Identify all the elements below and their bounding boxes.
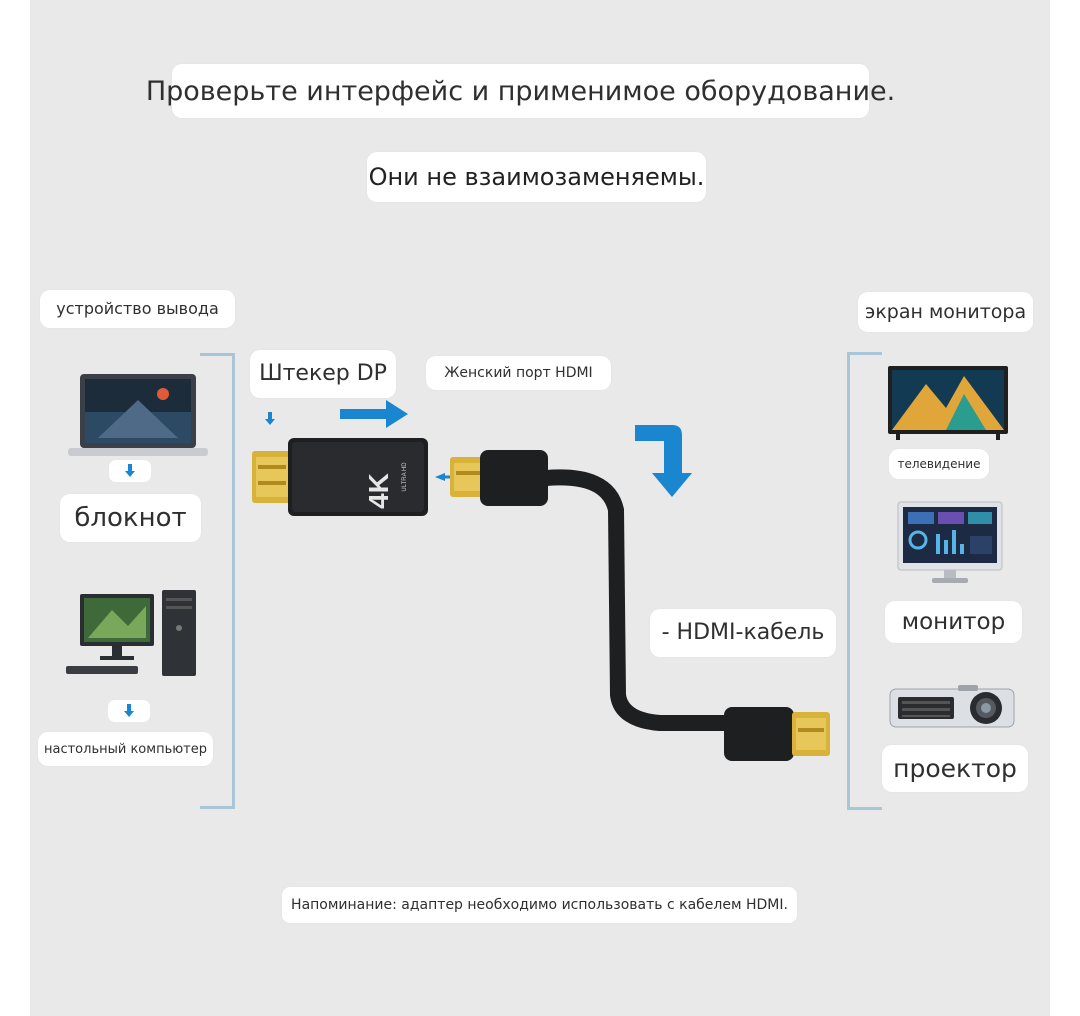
adapter-4k-text: 4K bbox=[363, 473, 394, 509]
hdmi-female-port-label: Женский порт HDMI bbox=[426, 356, 611, 390]
output-device-label: устройство вывода bbox=[40, 290, 235, 328]
projector-label: проектор bbox=[882, 745, 1028, 792]
projector-icon bbox=[888, 683, 1018, 731]
monitor-label: монитор bbox=[885, 601, 1022, 643]
adapter-cable-illustration: 4K ULTRA HD bbox=[252, 400, 830, 761]
small-left-arrow-icon bbox=[435, 473, 445, 481]
curved-down-arrow-icon bbox=[635, 425, 692, 497]
small-down-arrow-icon bbox=[265, 412, 275, 425]
right-bracket bbox=[847, 352, 882, 810]
desktop-label: настольный компьютер bbox=[38, 732, 213, 766]
header-subtitle: Они не взаимозаменяемы. bbox=[367, 152, 706, 202]
tv-icon bbox=[886, 364, 1010, 442]
left-bracket bbox=[200, 353, 235, 809]
right-arrow-icon bbox=[340, 400, 408, 428]
monitor-screen-label: экран монитора bbox=[858, 292, 1033, 332]
tv-label: телевидение bbox=[889, 449, 989, 479]
monitor-icon bbox=[896, 500, 1004, 586]
laptop-label: блокнот bbox=[60, 494, 201, 542]
dp-plug-label: Штекер DP bbox=[250, 350, 396, 398]
reminder-note: Напоминание: адаптер необходимо использо… bbox=[282, 887, 797, 923]
desktop-computer-icon bbox=[66, 588, 200, 680]
desktop-down-badge bbox=[108, 700, 150, 722]
hdmi-cable-label: - HDMI-кабель bbox=[650, 609, 836, 657]
laptop-down-badge bbox=[109, 460, 151, 482]
header-title: Проверьте интерфейс и применимое оборудо… bbox=[146, 64, 895, 118]
adapter-ultrahd-text: ULTRA HD bbox=[402, 462, 408, 492]
laptop-icon bbox=[68, 372, 208, 458]
